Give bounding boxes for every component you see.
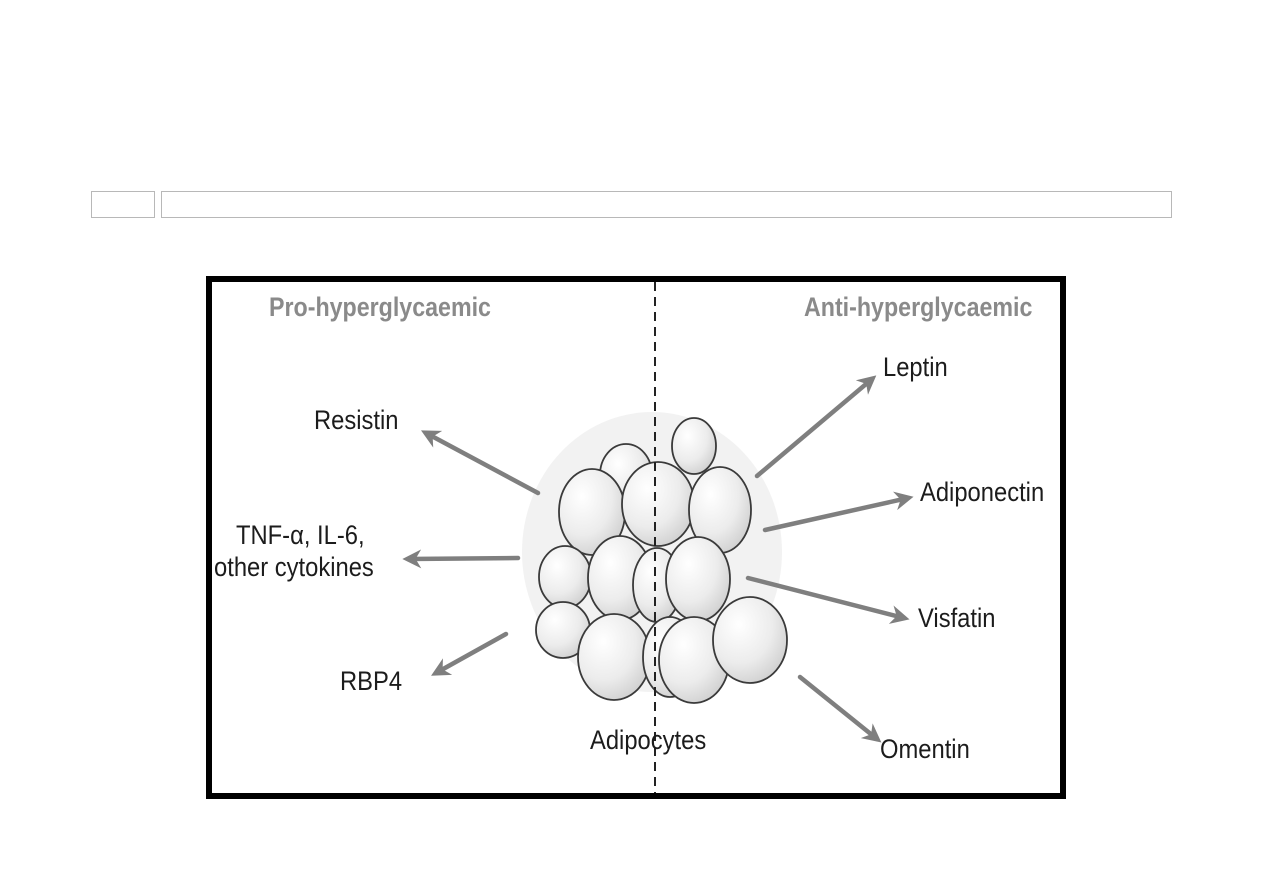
label-omentin: Omentin (880, 734, 970, 764)
diagram-canvas (402, 282, 914, 793)
adipokine-diagram: Pro-hyperglycaemic Anti-hyperglycaemic R… (206, 276, 1066, 799)
label-visfatin: Visfatin (918, 603, 996, 633)
arrow-omentin (797, 674, 882, 743)
adipocyte-cell (577, 613, 651, 701)
header-pro-hyperglycaemic: Pro-hyperglycaemic (269, 292, 491, 322)
arrow-resistin (421, 430, 541, 496)
adipocyte-cell (621, 461, 695, 547)
label-adipocytes: Adipocytes (590, 725, 707, 755)
label-resistin: Resistin (314, 405, 399, 435)
arrow-visfatin (745, 575, 910, 624)
arrow-rbp4 (431, 631, 509, 676)
adipocyte-cell (538, 545, 592, 609)
arrow-adiponectin (762, 491, 914, 533)
header-anti-hyperglycaemic: Anti-hyperglycaemic (804, 292, 1033, 322)
arrow-tnf (402, 549, 521, 569)
label-leptin: Leptin (883, 352, 948, 382)
adipocyte-cell (671, 417, 717, 475)
arrow-leptin (754, 375, 877, 479)
label-adiponectin: Adiponectin (920, 477, 1045, 507)
adipocyte-cluster (535, 417, 788, 704)
label-tnf-il6-line1: TNF-α, IL-6, (236, 520, 365, 550)
adipocyte-cell (665, 536, 731, 622)
blank-box-right (161, 191, 1172, 218)
label-tnf-il6-line2: other cytokines (214, 552, 374, 582)
adipocyte-cell (712, 596, 788, 684)
arrow-group (402, 375, 914, 743)
label-rbp4: RBP4 (340, 666, 403, 696)
blank-box-left (91, 191, 155, 218)
